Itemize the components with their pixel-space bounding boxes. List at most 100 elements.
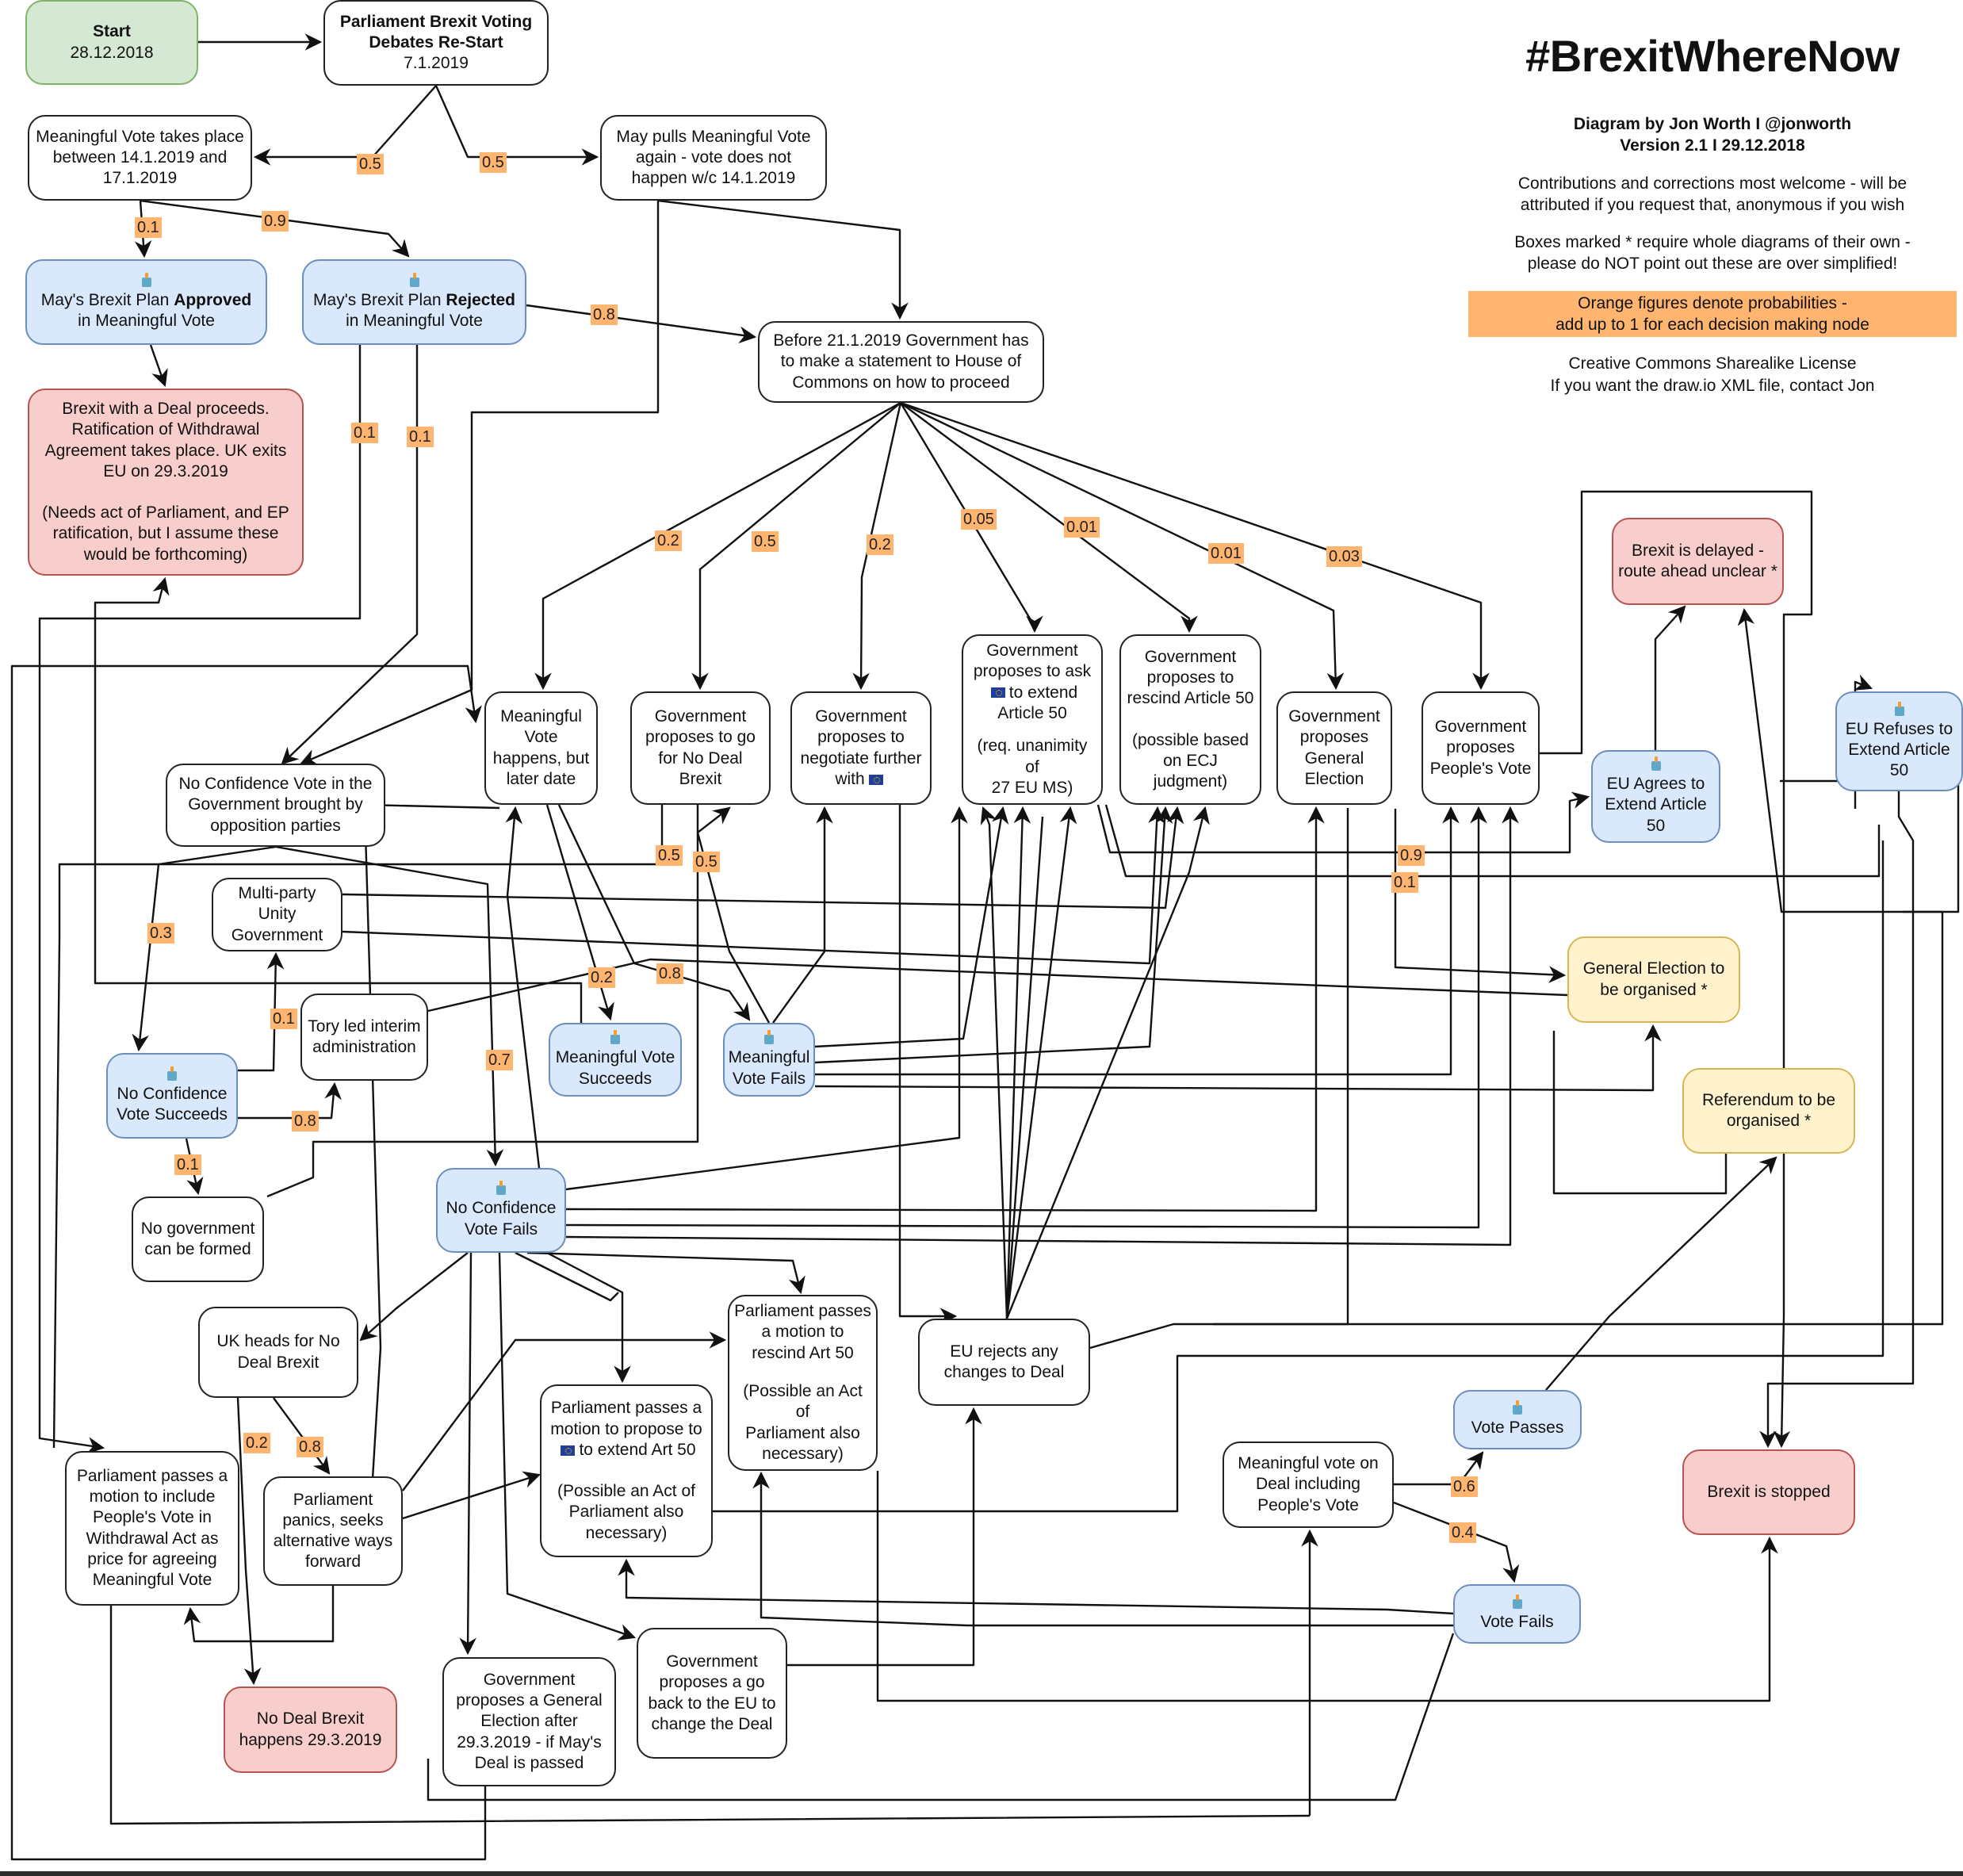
node-ncv-brought[interactable]: No Confidence Vote in the Government bro… xyxy=(166,764,385,847)
author-line: Diagram by Jon Worth I @jonworth xyxy=(1573,115,1852,133)
node-gov-ge-after[interactable]: Government proposes a General Election a… xyxy=(442,1657,616,1786)
node-mv-fails[interactable]: Meaningful Vote Fails xyxy=(723,1023,815,1097)
node-text: to make a statement to House of xyxy=(780,352,1022,371)
node-uk-heads-no-deal[interactable]: UK heads for No Deal Brexit xyxy=(198,1307,358,1398)
node-no-government[interactable]: No government can be formed xyxy=(132,1196,264,1282)
ballot-box-icon xyxy=(1650,756,1663,771)
node-gov-extend-art50[interactable]: Government proposes to ask to extend Art… xyxy=(962,634,1103,805)
connector-arrow xyxy=(657,199,909,320)
node-text: administration xyxy=(312,1038,416,1056)
node-may-pulls-vote[interactable]: May pulls Meaningful Vote again - vote d… xyxy=(600,115,827,201)
probability-label: 0.5 xyxy=(480,152,507,173)
node-brexit-stopped[interactable]: Brexit is stopped xyxy=(1682,1449,1855,1535)
node-gov-no-deal[interactable]: Government proposes to go for No Deal Br… xyxy=(630,691,771,805)
node-start[interactable]: Start 28.12.2018 xyxy=(25,0,198,85)
node-gov-general-election[interactable]: Government proposes General Election xyxy=(1276,691,1392,805)
node-text: in Meaningful Vote xyxy=(78,312,215,330)
node-date: 7.1.2019 xyxy=(404,54,469,73)
node-gov-rescind-art50[interactable]: Government proposes to rescind Article 5… xyxy=(1119,634,1261,805)
node-text: opposition parties xyxy=(210,816,341,835)
node-mv-deal-peoples-vote[interactable]: Meaningful vote on Deal including People… xyxy=(1223,1441,1394,1528)
node-ncv-succeeds[interactable]: No Confidence Vote Succeeds xyxy=(106,1053,238,1139)
node-parliament-extend[interactable]: Parliament passes a motion to propose to… xyxy=(540,1384,713,1557)
node-text: Government brought by xyxy=(188,795,363,814)
node-eu-rejects-changes[interactable]: EU rejects any changes to Deal xyxy=(918,1319,1090,1406)
connector-arrow xyxy=(772,806,833,1024)
node-text: necessary) xyxy=(762,1444,844,1463)
node-text: to extend Art 50 xyxy=(557,1440,696,1461)
connector-arrow xyxy=(275,845,504,1167)
node-general-election-organised[interactable]: General Election to be organised * xyxy=(1567,936,1740,1023)
ballot-box-icon xyxy=(763,1030,775,1045)
node-mv-later-date[interactable]: Meaningful Vote happens, but later date xyxy=(484,691,598,805)
node-text: Government xyxy=(231,925,323,944)
node-brexit-with-deal[interactable]: Brexit with a Deal proceeds. Ratificatio… xyxy=(28,389,304,576)
probability-label: 0.1 xyxy=(270,1009,297,1029)
connector-arrow xyxy=(526,304,757,344)
node-text: EU rejects any xyxy=(950,1342,1058,1361)
node-mv-succeeds[interactable]: Meaningful Vote Succeeds xyxy=(549,1023,682,1097)
node-parliament-rescind[interactable]: Parliament passes a motion to rescind Ar… xyxy=(728,1295,878,1471)
node-text: EU Agrees to xyxy=(1606,775,1705,794)
node-no-deal-brexit[interactable]: No Deal Brexit happens 29.3.2019 xyxy=(224,1686,397,1773)
node-tory-interim[interactable]: Tory led interim administration xyxy=(300,994,428,1081)
node-debates-restart[interactable]: Parliament Brexit Voting Debates Re-Star… xyxy=(323,0,549,86)
node-gov-negotiate[interactable]: Government proposes to negotiate further… xyxy=(790,691,932,805)
node-text: Brexit is delayed - xyxy=(1632,541,1764,560)
node-gov-go-back-eu[interactable]: Government proposes a go back to the EU … xyxy=(637,1628,787,1759)
connector-arrow xyxy=(498,1252,637,1641)
node-text: Parliament passes a xyxy=(76,1466,228,1485)
node-text: People's Vote in xyxy=(93,1508,212,1527)
node-text: route ahead unclear * xyxy=(1618,562,1777,580)
node-text: 17.1.2019 xyxy=(102,169,178,188)
node-text: Extend Article xyxy=(1605,795,1707,814)
node-text: rescind Article 50 xyxy=(1127,689,1254,708)
node-unity-government[interactable]: Multi-party Unity Government xyxy=(212,878,342,951)
ballot-box-icon xyxy=(140,272,153,287)
connector-arrow xyxy=(713,840,1885,1513)
node-text: rescind Art 50 xyxy=(752,1343,854,1362)
node-parliament-panics[interactable]: Parliament panics, seeks alternative way… xyxy=(263,1476,403,1586)
connector-arrow xyxy=(876,1471,1778,1702)
node-parliament-peoples-vote-motion[interactable]: Parliament passes a motion to include Pe… xyxy=(65,1451,239,1606)
node-plan-rejected[interactable]: May's Brexit Plan Rejected in Meaningful… xyxy=(302,259,526,345)
node-text: Succeeds xyxy=(578,1069,652,1088)
node-text: Deal including xyxy=(1256,1475,1360,1494)
node-eu-agrees-extend[interactable]: EU Agrees to Extend Article 50 xyxy=(1591,750,1720,843)
node-brexit-delayed[interactable]: Brexit is delayed - route ahead unclear … xyxy=(1612,518,1784,605)
node-eu-refuses-extend[interactable]: EU Refuses to Extend Article 50 xyxy=(1835,691,1963,791)
node-gov-peoples-vote[interactable]: Government proposes People's Vote xyxy=(1422,691,1540,805)
node-text: Extend Article xyxy=(1848,740,1950,759)
node-ncv-fails[interactable]: No Confidence Vote Fails xyxy=(436,1168,566,1253)
connector-arrow xyxy=(253,85,437,166)
node-text: Withdrawal Act as xyxy=(86,1529,219,1548)
connector-arrow xyxy=(546,1251,631,1384)
node-text: May pulls Meaningful Vote xyxy=(616,127,811,146)
node-plan-approved[interactable]: May's Brexit Plan Approved in Meaningful… xyxy=(25,259,267,345)
probability-label: 0.1 xyxy=(1391,872,1418,893)
connector-arrow xyxy=(149,344,168,388)
node-text: change the Deal xyxy=(651,1714,773,1733)
node-text: can be formed xyxy=(144,1240,251,1258)
probability-label: 0.5 xyxy=(693,852,720,872)
node-text: Government xyxy=(1434,718,1527,737)
node-text: Meaningful Vote xyxy=(555,1048,675,1067)
node-text: Meaningful xyxy=(728,1048,810,1067)
node-text: Vote Passes xyxy=(1471,1418,1564,1438)
probability-label: 0.9 xyxy=(1398,845,1425,866)
node-vote-passes[interactable]: Vote Passes xyxy=(1453,1390,1582,1449)
node-text: Before 21.1.2019 Government has xyxy=(773,331,1029,350)
node-text: Government xyxy=(1288,707,1380,726)
probability-label: 0.1 xyxy=(135,217,162,238)
node-meaningful-vote-takes-place[interactable]: Meaningful Vote takes place between 14.1… xyxy=(28,115,252,201)
node-vote-fails[interactable]: Vote Fails xyxy=(1453,1584,1581,1644)
node-text: Brexit xyxy=(679,769,722,788)
node-text: Meaningful xyxy=(500,707,582,726)
node-before-21-statement[interactable]: Before 21.1.2019 Government has to make … xyxy=(758,321,1044,403)
node-text-part: with xyxy=(835,769,865,788)
node-referendum-organised[interactable]: Referendum to be organised * xyxy=(1682,1068,1855,1154)
node-text: Government xyxy=(815,707,907,726)
version-line: Version 2.1 I 29.12.2018 xyxy=(1620,136,1805,155)
node-text: ratification, but I assume these xyxy=(52,524,279,543)
probability-label: 0.2 xyxy=(243,1433,270,1453)
